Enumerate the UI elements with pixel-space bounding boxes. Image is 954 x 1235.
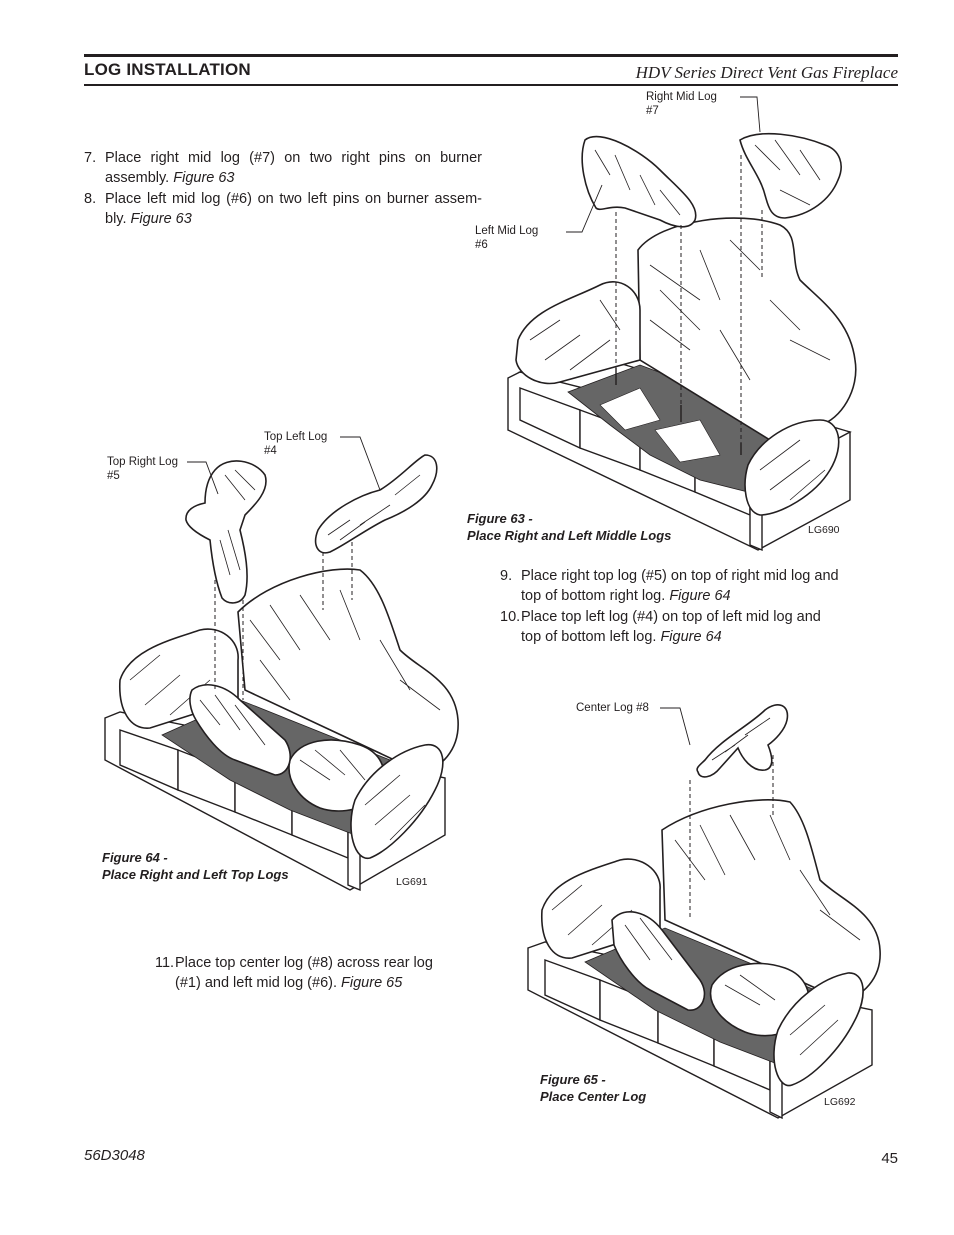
fig63-pins bbox=[615, 368, 742, 455]
step-10-number: 10. bbox=[500, 609, 521, 625]
step-8-number: 8. bbox=[84, 191, 97, 207]
step-10-figure-ref: Figure 64 bbox=[660, 629, 722, 645]
series-title: HDV Series Direct Vent Gas Fireplace bbox=[635, 63, 898, 82]
fig65-label-center: Center Log #8 bbox=[576, 702, 649, 714]
fig64-label-top-left-line1: Top Left Log bbox=[264, 431, 328, 443]
fig64-label-top-right-line1: Top Right Log bbox=[107, 456, 178, 468]
fig65-caption-line2: Place Center Log bbox=[540, 1089, 647, 1104]
fig63-caption-line1: Figure 63 - bbox=[467, 511, 533, 526]
fig65-caption-line1: Figure 65 - bbox=[540, 1072, 606, 1087]
step-9-number: 9. bbox=[500, 568, 513, 584]
step-11-text: Place top center log (#8) across rear lo… bbox=[175, 955, 433, 991]
page-number: 45 bbox=[881, 1150, 898, 1167]
fig64-label-top-right-line2: #5 bbox=[107, 470, 120, 482]
fig63-code: LG690 bbox=[808, 524, 840, 536]
fig63-label-right-mid-line2: #7 bbox=[646, 105, 659, 117]
step-9-figure-ref: Figure 64 bbox=[669, 588, 731, 604]
fig63-caption: Figure 63 - Place Right and Left Middle … bbox=[467, 510, 671, 544]
step-11-number: 11. bbox=[155, 955, 175, 971]
header-bottom-rule bbox=[84, 84, 898, 86]
step-9: 9. Place right top log (#5) on top of ri… bbox=[500, 566, 840, 606]
fig64-code: LG691 bbox=[396, 876, 428, 888]
fig64-top-right-log-placed bbox=[189, 684, 291, 776]
doc-number: 56D3048 bbox=[84, 1147, 145, 1164]
step-8-figure-ref: Figure 63 bbox=[130, 211, 192, 227]
step-8: 8. Place left mid log (#6) on two left p… bbox=[84, 189, 482, 229]
fig63-right-front-log bbox=[744, 419, 840, 516]
step-9-text: Place right top log (#5) on top of right… bbox=[521, 568, 839, 604]
fig63-caption-line2: Place Right and Left Middle Logs bbox=[467, 528, 672, 543]
section-title: LOG INSTALLATION bbox=[84, 60, 251, 79]
fig63-ember-bed bbox=[567, 364, 801, 496]
fig65-code: LG692 bbox=[824, 1096, 856, 1108]
fig64-label-top-right: Top Right Log #5 bbox=[107, 455, 178, 483]
step-10: 10. Place top left log (#4) on top of le… bbox=[500, 607, 840, 647]
step-11-figure-ref: Figure 65 bbox=[341, 975, 403, 991]
fig65-caption: Figure 65 - Place Center Log bbox=[540, 1071, 646, 1105]
fig63-left-mid-log-placed bbox=[515, 281, 641, 385]
fig63-rear-log bbox=[637, 217, 857, 441]
fig63-left-mid-log-floating bbox=[581, 135, 697, 228]
fig64-label-top-left-line2: #4 bbox=[264, 445, 277, 457]
fig63-label-right-mid: Right Mid Log #7 bbox=[646, 90, 717, 118]
step-7: 7. Place right mid log (#7) on two right… bbox=[84, 148, 482, 188]
fig63-right-mid-log-floating bbox=[739, 132, 842, 219]
step-7-number: 7. bbox=[84, 150, 97, 166]
fig64-label-top-left: Top Left Log #4 bbox=[264, 430, 327, 458]
fig64-caption-line2: Place Right and Left Top Logs bbox=[102, 867, 289, 882]
fig64-rear-log bbox=[237, 568, 459, 773]
step-7-figure-ref: Figure 63 bbox=[173, 170, 235, 186]
fig64-top-right-log-floating bbox=[185, 460, 267, 604]
fig63-label-left-mid: Left Mid Log #6 bbox=[475, 224, 538, 252]
step-10-text: Place top left log (#4) on top of left m… bbox=[521, 609, 821, 645]
fig64-caption-line1: Figure 64 - bbox=[102, 850, 168, 865]
step-8-text: Place left mid log (#6) on two left pins… bbox=[105, 191, 482, 227]
fig63-label-left-mid-line2: #6 bbox=[475, 239, 488, 251]
fig65-center-log-floating bbox=[696, 704, 789, 778]
fig63-label-left-mid-line1: Left Mid Log bbox=[475, 225, 539, 237]
header-top-rule bbox=[84, 54, 898, 57]
step-7-text: Place right mid log (#7) on two right pi… bbox=[105, 150, 482, 186]
fig65-top-logs bbox=[611, 911, 864, 1087]
fig64-right-front-log bbox=[350, 744, 444, 859]
fig63-label-right-mid-line1: Right Mid Log bbox=[646, 91, 717, 103]
step-11: 11. Place top center log (#8) across rea… bbox=[150, 953, 450, 993]
fig64-caption: Figure 64 - Place Right and Left Top Log… bbox=[102, 849, 289, 883]
